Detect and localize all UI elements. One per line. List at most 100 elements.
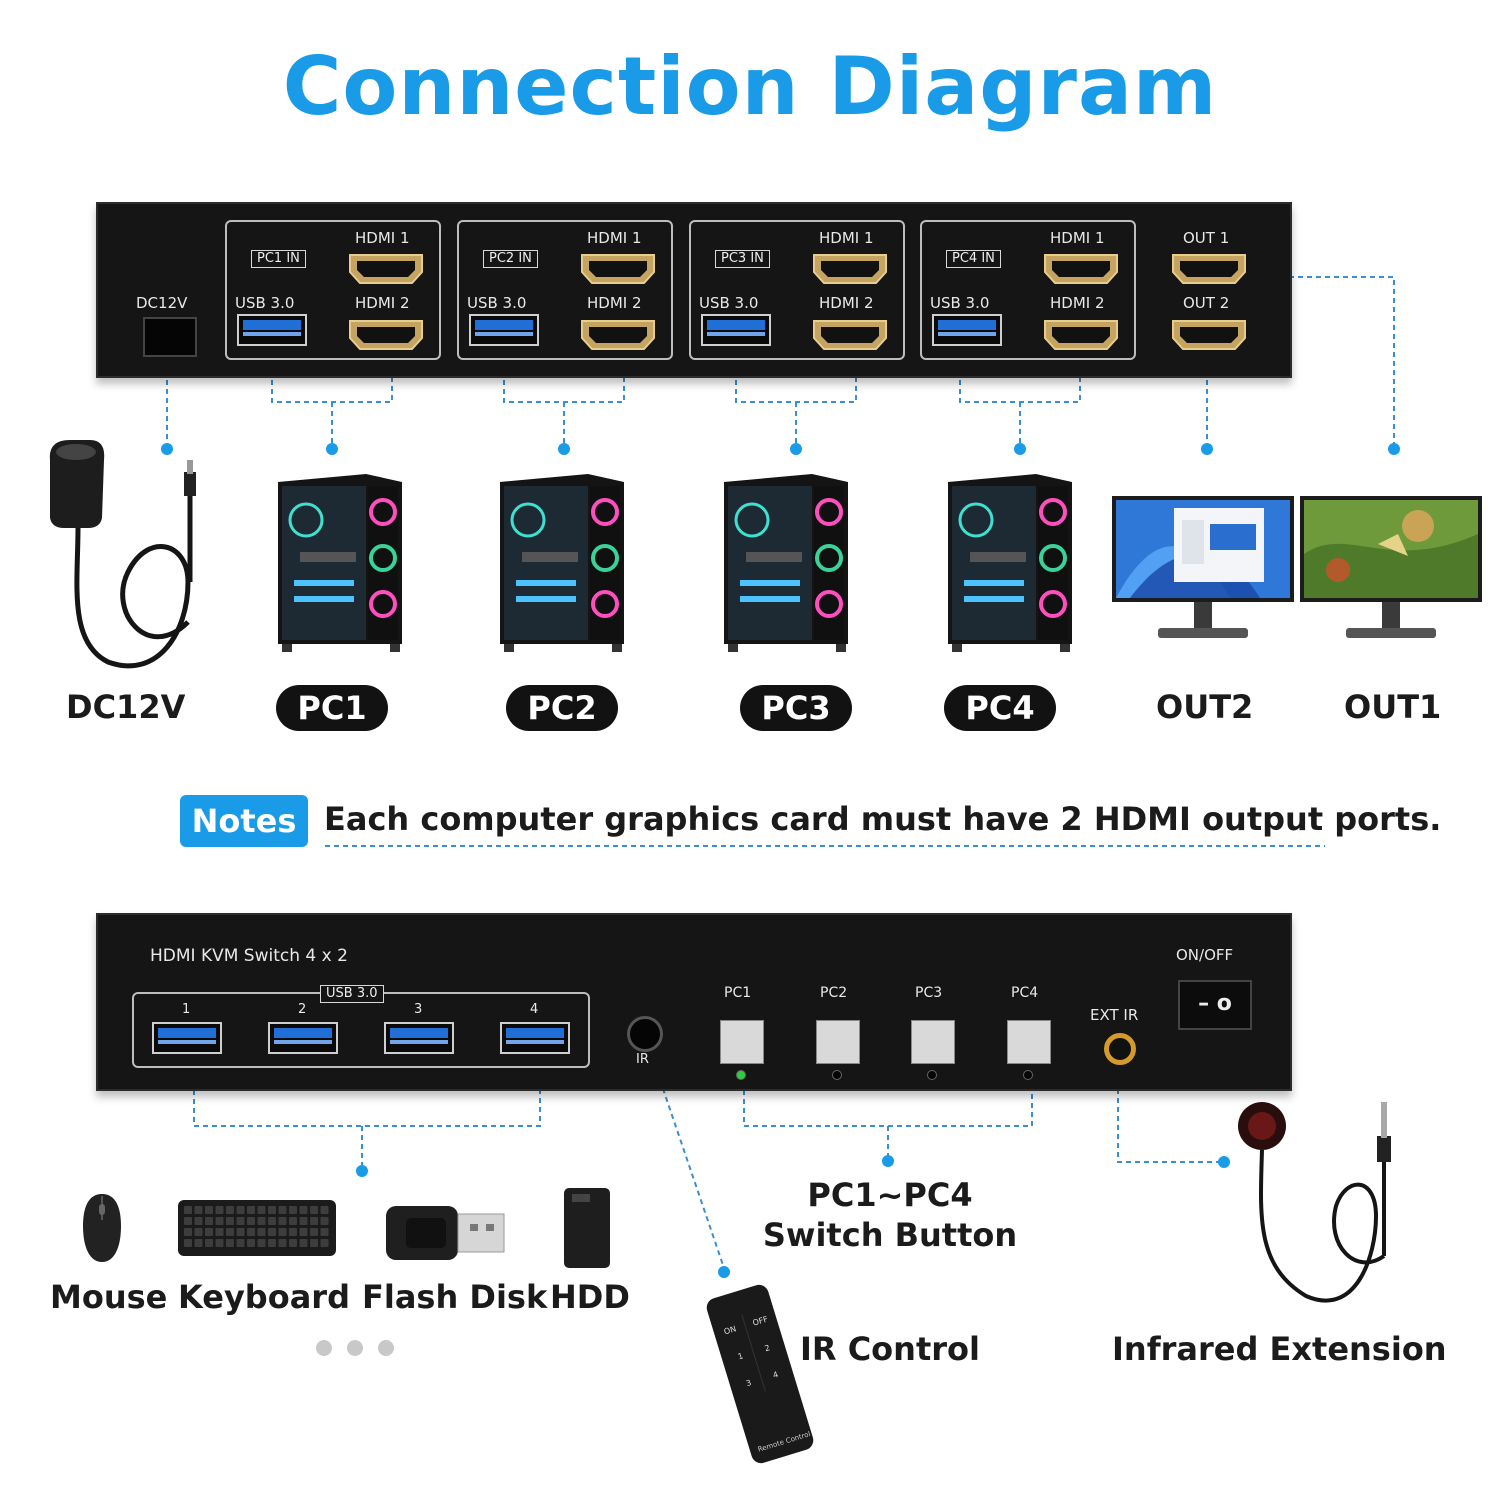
keyboard-key [320, 1206, 329, 1214]
pc1-usb-label: USB 3.0 [235, 294, 295, 312]
switch-button-line1: PC1~PC4 [807, 1176, 973, 1214]
power-switch[interactable]: – o [1178, 980, 1252, 1030]
pc2-hdmi1-label: HDMI 1 [587, 229, 642, 247]
ext-ir-label: EXT IR [1090, 1006, 1139, 1024]
pc1-select-button[interactable] [720, 1020, 764, 1064]
pc1-input-group [225, 220, 441, 360]
keyboard-key [289, 1228, 297, 1236]
pc2-usb-port [469, 314, 539, 346]
front-panel [96, 913, 1292, 1091]
pc2-hdmi1-port [581, 254, 655, 284]
ir-label: IR [636, 1052, 649, 1067]
pc4-tower-image [948, 474, 1072, 652]
pc2-in-label: PC2 IN [483, 250, 538, 268]
pc2-select-button[interactable] [816, 1020, 860, 1064]
pc1-in-label: PC1 IN [251, 250, 306, 268]
pc4-select-button[interactable] [1007, 1020, 1051, 1064]
keyboard-key [289, 1217, 297, 1225]
pc2-input-group [457, 220, 673, 360]
keyboard-key [320, 1217, 329, 1225]
ir-sensor [627, 1016, 663, 1052]
infrared-extension-cable-image [1238, 1102, 1391, 1303]
remote-off-text: OFF [752, 1314, 770, 1327]
keyboard-key [310, 1217, 318, 1225]
notes-text: Each computer graphics card must have 2 … [324, 800, 1442, 838]
pc3-label: PC3 [740, 685, 852, 731]
monitor-out1-image [1300, 496, 1482, 638]
model-label: HDMI KVM Switch 4 x 2 [150, 946, 348, 966]
out1-port-label: OUT 1 [1183, 229, 1230, 247]
keyboard-key [226, 1206, 234, 1214]
keyboard-key [215, 1217, 224, 1225]
infrared-extension-label: Infrared Extension [1112, 1330, 1447, 1368]
ir-control-label: IR Control [800, 1330, 980, 1368]
switch-button-line2: Switch Button [762, 1216, 1018, 1254]
ir-remote-image: ON OFF 1 2 3 4 Remote Control [706, 1284, 814, 1464]
keyboard-key [257, 1217, 266, 1225]
pc3-select-button[interactable] [911, 1020, 955, 1064]
keyboard-key [236, 1206, 245, 1214]
front-pc2-label: PC2 [820, 985, 848, 1001]
keyboard-key [257, 1206, 266, 1214]
more-devices-dots-icon [316, 1340, 394, 1356]
peripheral-mouse-label: Mouse [50, 1278, 168, 1316]
remote-key-3: 3 [745, 1378, 753, 1388]
remote-key-1: 1 [737, 1351, 745, 1361]
keyboard-key [268, 1206, 276, 1214]
keyboard-key [310, 1206, 318, 1214]
keyboard-key [247, 1217, 255, 1225]
out2-hdmi-port [1172, 320, 1246, 350]
keyboard-key [278, 1217, 287, 1225]
keyboard-key [215, 1239, 224, 1247]
pc4-hdmi2-port [1044, 320, 1118, 350]
pc2-label: PC2 [506, 685, 618, 731]
pc2-tower-image [500, 474, 624, 652]
keyboard-key [247, 1228, 255, 1236]
keyboard-key [278, 1206, 287, 1214]
pc3-usb-port [701, 314, 771, 346]
keyboard-key [205, 1228, 213, 1236]
pc3-hdmi2-port [813, 320, 887, 350]
keyboard-key [215, 1206, 224, 1214]
out2-label: OUT2 [1156, 688, 1254, 726]
keyboard-key [184, 1228, 192, 1236]
keyboard-key [226, 1239, 234, 1247]
keyboard-key [310, 1239, 318, 1247]
keyboard-key [226, 1217, 234, 1225]
remote-key-2: 2 [764, 1343, 772, 1353]
front-usb2-port [268, 1022, 338, 1054]
keyboard-icon [178, 1200, 336, 1256]
out1-label: OUT1 [1344, 688, 1442, 726]
pc4-usb-port [932, 314, 1002, 346]
out1-hdmi-port [1172, 254, 1246, 284]
pc2-usb-label: USB 3.0 [467, 294, 527, 312]
keyboard-key [194, 1206, 203, 1214]
keyboard-key [320, 1239, 329, 1247]
pc3-led [927, 1070, 937, 1080]
keyboard-key [278, 1228, 287, 1236]
front-usb1-port [152, 1022, 222, 1054]
keyboard-key [236, 1228, 245, 1236]
pc4-hdmi1-port [1044, 254, 1118, 284]
keyboard-key [268, 1228, 276, 1236]
diagram-title: Connection Diagram [282, 40, 1218, 133]
peripheral-flash-disk-label: Flash Disk [362, 1278, 548, 1316]
peripheral-keyboard-label: Keyboard [178, 1278, 350, 1316]
pc4-label: PC4 [944, 685, 1056, 731]
keyboard-key [236, 1239, 245, 1247]
keyboard-key [215, 1228, 224, 1236]
keyboard-key [194, 1228, 203, 1236]
keyboard-key [310, 1228, 318, 1236]
keyboard-key [268, 1239, 276, 1247]
pc3-input-group [689, 220, 905, 360]
pc1-hdmi1-label: HDMI 1 [355, 229, 410, 247]
pc1-hdmi2-port [349, 320, 423, 350]
pc3-usb-label: USB 3.0 [699, 294, 759, 312]
pc1-hdmi1-port [349, 254, 423, 284]
pc2-hdmi2-port [581, 320, 655, 350]
remote-key-4: 4 [772, 1370, 780, 1380]
front-usb1-number: 1 [182, 1002, 191, 1017]
keyboard-key [194, 1239, 203, 1247]
pc1-hdmi2-label: HDMI 2 [355, 294, 410, 312]
dc12v-port-label: DC12V [136, 294, 188, 312]
